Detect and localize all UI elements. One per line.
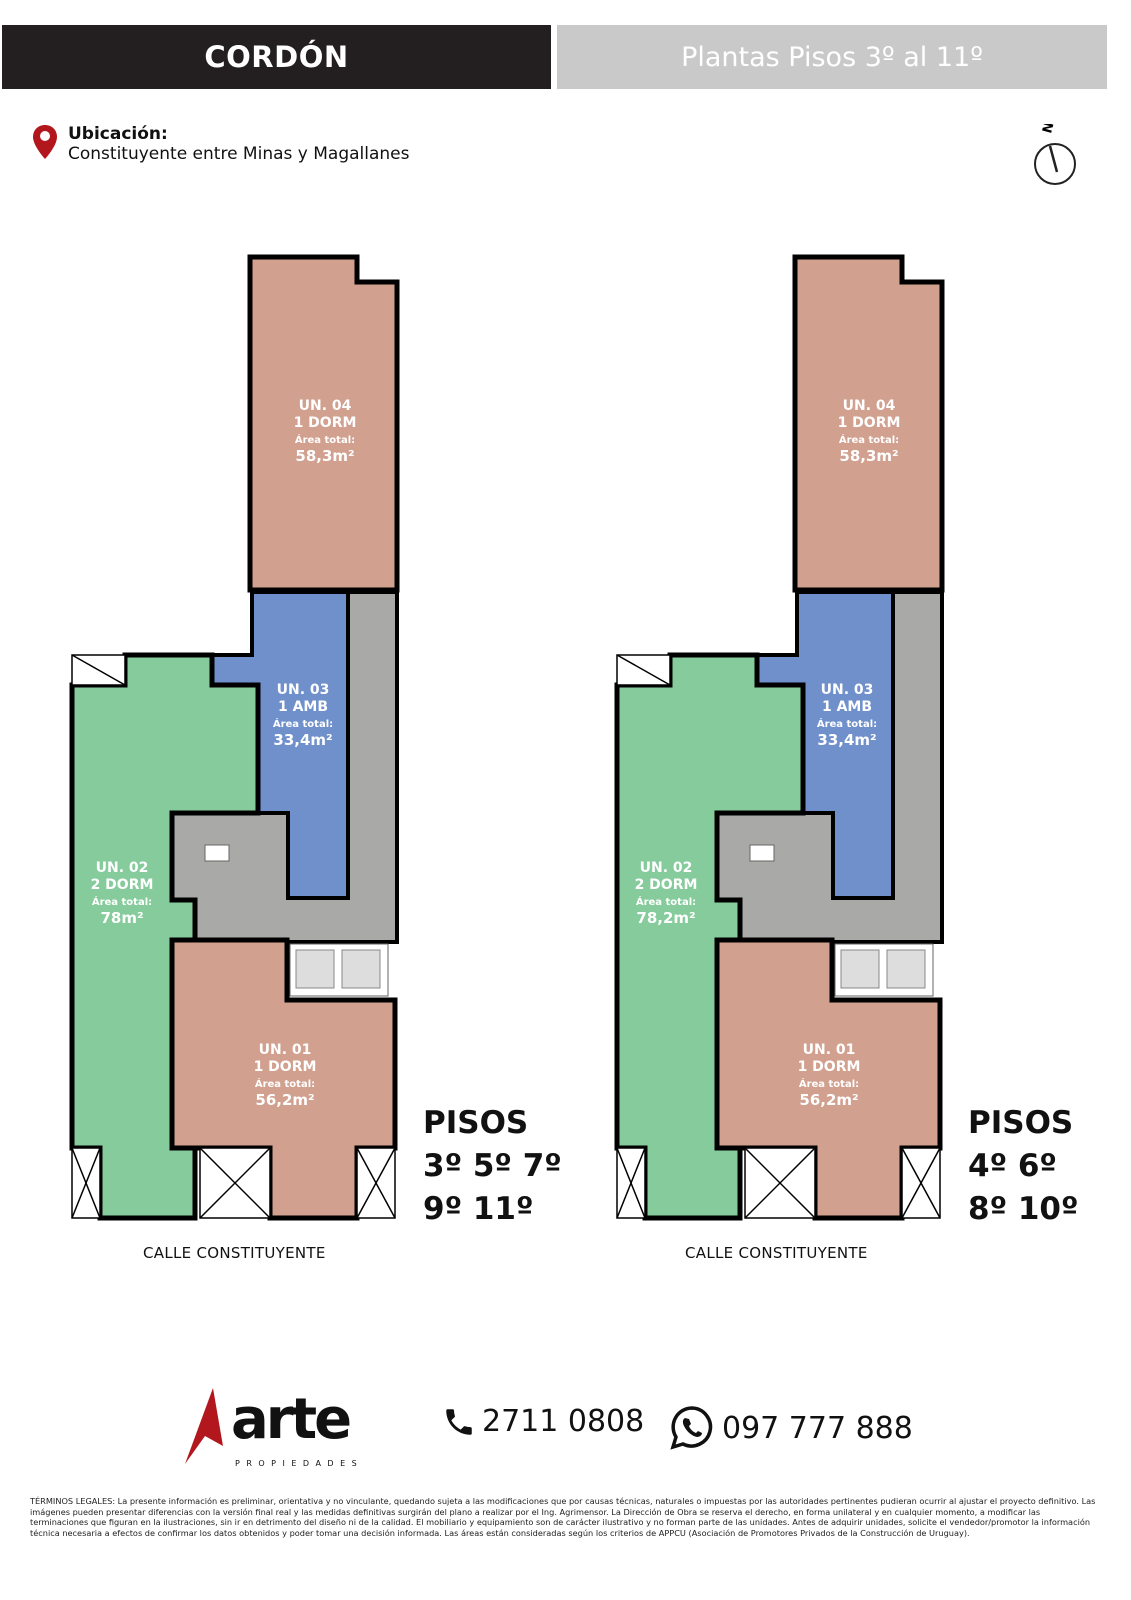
unit-type: 1 DORM xyxy=(798,1059,861,1075)
legal-terms: TÉRMINOS LEGALES: La presente informació… xyxy=(30,1496,1096,1538)
unit-name: UN. 01 xyxy=(803,1042,856,1058)
location-address: Constituyente entre Minas y Magallanes xyxy=(68,144,410,164)
floors-line: 4º 6º xyxy=(968,1148,1057,1184)
unit-area-label: Área total: xyxy=(92,895,152,908)
unit-area: 58,3m² xyxy=(295,447,354,465)
unit-name: UN. 01 xyxy=(259,1042,312,1058)
unit-name: UN. 02 xyxy=(640,860,693,876)
unit-name: UN. 03 xyxy=(821,682,874,698)
plan-subtitle: Plantas Pisos 3º al 11º xyxy=(557,25,1107,89)
unit-name: UN. 02 xyxy=(96,860,149,876)
unit-area: 56,2m² xyxy=(255,1091,314,1109)
logo-subtext: PROPIEDADES xyxy=(235,1459,363,1468)
unit-type: 1 AMB xyxy=(822,699,872,715)
unit-area: 33,4m² xyxy=(273,731,332,749)
map-pin-icon xyxy=(33,125,57,159)
floors-title: PISOS xyxy=(423,1105,529,1141)
floors-line: 9º 11º xyxy=(423,1191,534,1227)
unit-area: 33,4m² xyxy=(817,731,876,749)
location-label: Ubicación: xyxy=(68,124,168,144)
unit-area: 58,3m² xyxy=(839,447,898,465)
unit-area-label: Área total: xyxy=(273,717,333,730)
north-arrow-icon: N xyxy=(1030,121,1080,192)
floors-line: 3º 5º 7º xyxy=(423,1148,562,1184)
unit-area-label: Área total: xyxy=(295,433,355,446)
unit-type: 2 DORM xyxy=(91,877,154,893)
whatsapp-icon xyxy=(670,1406,713,1450)
unit-type: 1 DORM xyxy=(254,1059,317,1075)
arte-logo: arte PROPIEDADES xyxy=(183,1384,398,1478)
unit-name: UN. 04 xyxy=(843,398,896,414)
whatsapp-contact[interactable]: 097 777 888 xyxy=(668,1404,913,1452)
floors-line: 8º 10º xyxy=(968,1191,1079,1227)
unit-area: 56,2m² xyxy=(799,1091,858,1109)
street-label-right: CALLE CONSTITUYENTE xyxy=(685,1244,868,1262)
floors-title: PISOS xyxy=(968,1105,1074,1141)
phone-icon xyxy=(446,1408,472,1435)
unit-name: UN. 03 xyxy=(277,682,330,698)
unit-name: UN. 04 xyxy=(299,398,352,414)
floors-left: PISOS 3º 5º 7º 9º 11º xyxy=(423,1102,562,1231)
unit-area-label: Área total: xyxy=(839,433,899,446)
north-label: N xyxy=(1040,124,1057,135)
unit-area-label: Área total: xyxy=(817,717,877,730)
location: Ubicación: Constituyente entre Minas y M… xyxy=(32,124,410,164)
phone-number: 2711 0808 xyxy=(482,1404,645,1439)
street-label-left: CALLE CONSTITUYENTE xyxy=(143,1244,326,1262)
project-title: CORDÓN xyxy=(2,25,551,89)
unit-area: 78m² xyxy=(100,909,143,927)
unit-area-label: Área total: xyxy=(636,895,696,908)
phone-contact[interactable]: 2711 0808 xyxy=(442,1404,644,1439)
floors-right: PISOS 4º 6º 8º 10º xyxy=(968,1102,1078,1231)
unit-type: 1 AMB xyxy=(278,699,328,715)
logo-text: arte xyxy=(231,1387,350,1452)
unit-area-label: Área total: xyxy=(255,1077,315,1090)
unit-type: 2 DORM xyxy=(635,877,698,893)
whatsapp-number: 097 777 888 xyxy=(722,1410,913,1446)
unit-type: 1 DORM xyxy=(838,415,901,431)
unit-area-label: Área total: xyxy=(799,1077,859,1090)
unit-type: 1 DORM xyxy=(294,415,357,431)
unit-area: 78,2m² xyxy=(636,909,695,927)
